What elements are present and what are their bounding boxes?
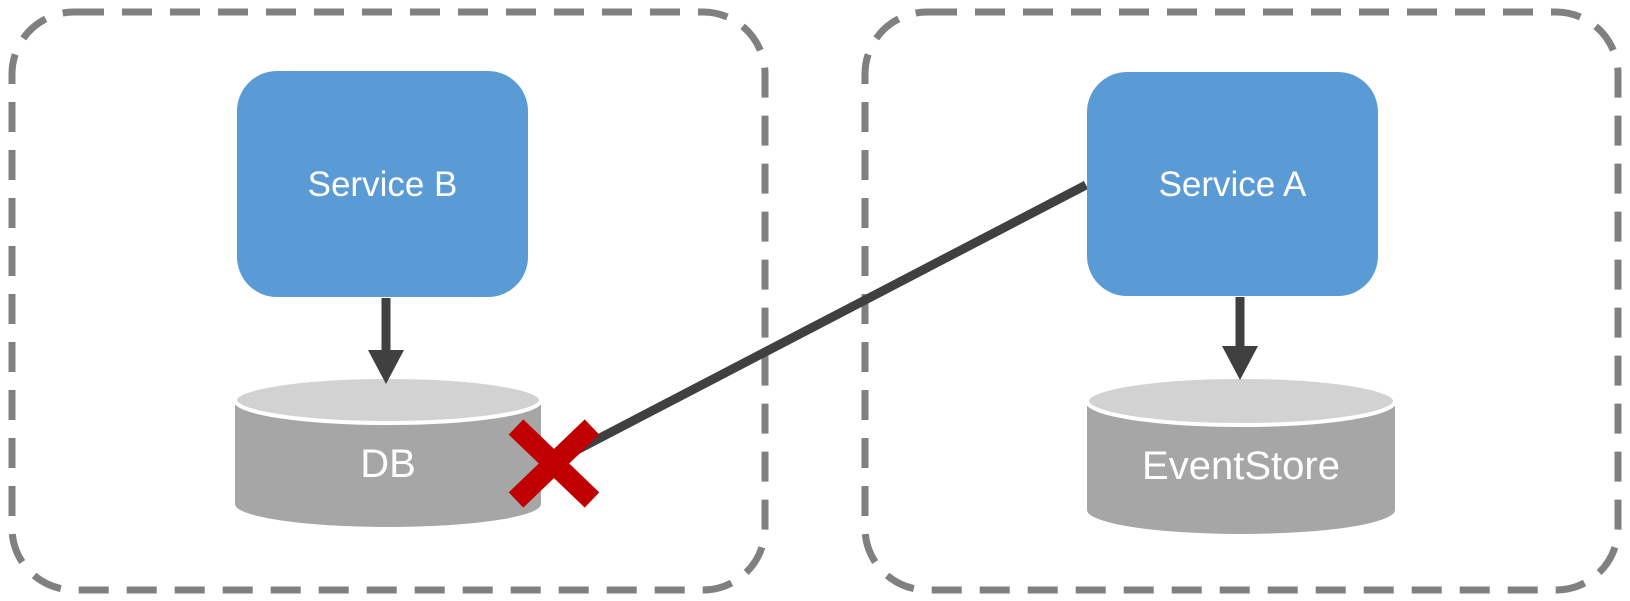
service-a-box: Service A <box>1087 72 1378 296</box>
db-cylinder <box>233 375 543 527</box>
eventstore-cylinder <box>1085 375 1397 534</box>
servicea-to-eventstore-arrowhead-icon <box>1222 346 1258 380</box>
service-b-label: Service B <box>307 164 458 204</box>
db-cylinder-body <box>235 400 541 527</box>
servicea-to-db-forbidden-line <box>570 181 1089 456</box>
service-b-box: Service B <box>237 71 528 297</box>
service-a-label: Service A <box>1158 164 1307 204</box>
db-cylinder-top <box>233 375 543 425</box>
eventstore-cylinder-body <box>1087 401 1395 534</box>
left-bounded-context-border <box>8 8 769 594</box>
serviceb-to-db-arrowhead-icon <box>368 350 404 384</box>
forbidden-x-stroke-2 <box>508 419 600 508</box>
forbidden-x-icon <box>508 419 600 508</box>
servicea-to-eventstore-arrow <box>1222 297 1258 380</box>
eventstore-cylinder-top <box>1085 375 1397 427</box>
serviceb-to-db-arrow <box>368 298 404 384</box>
